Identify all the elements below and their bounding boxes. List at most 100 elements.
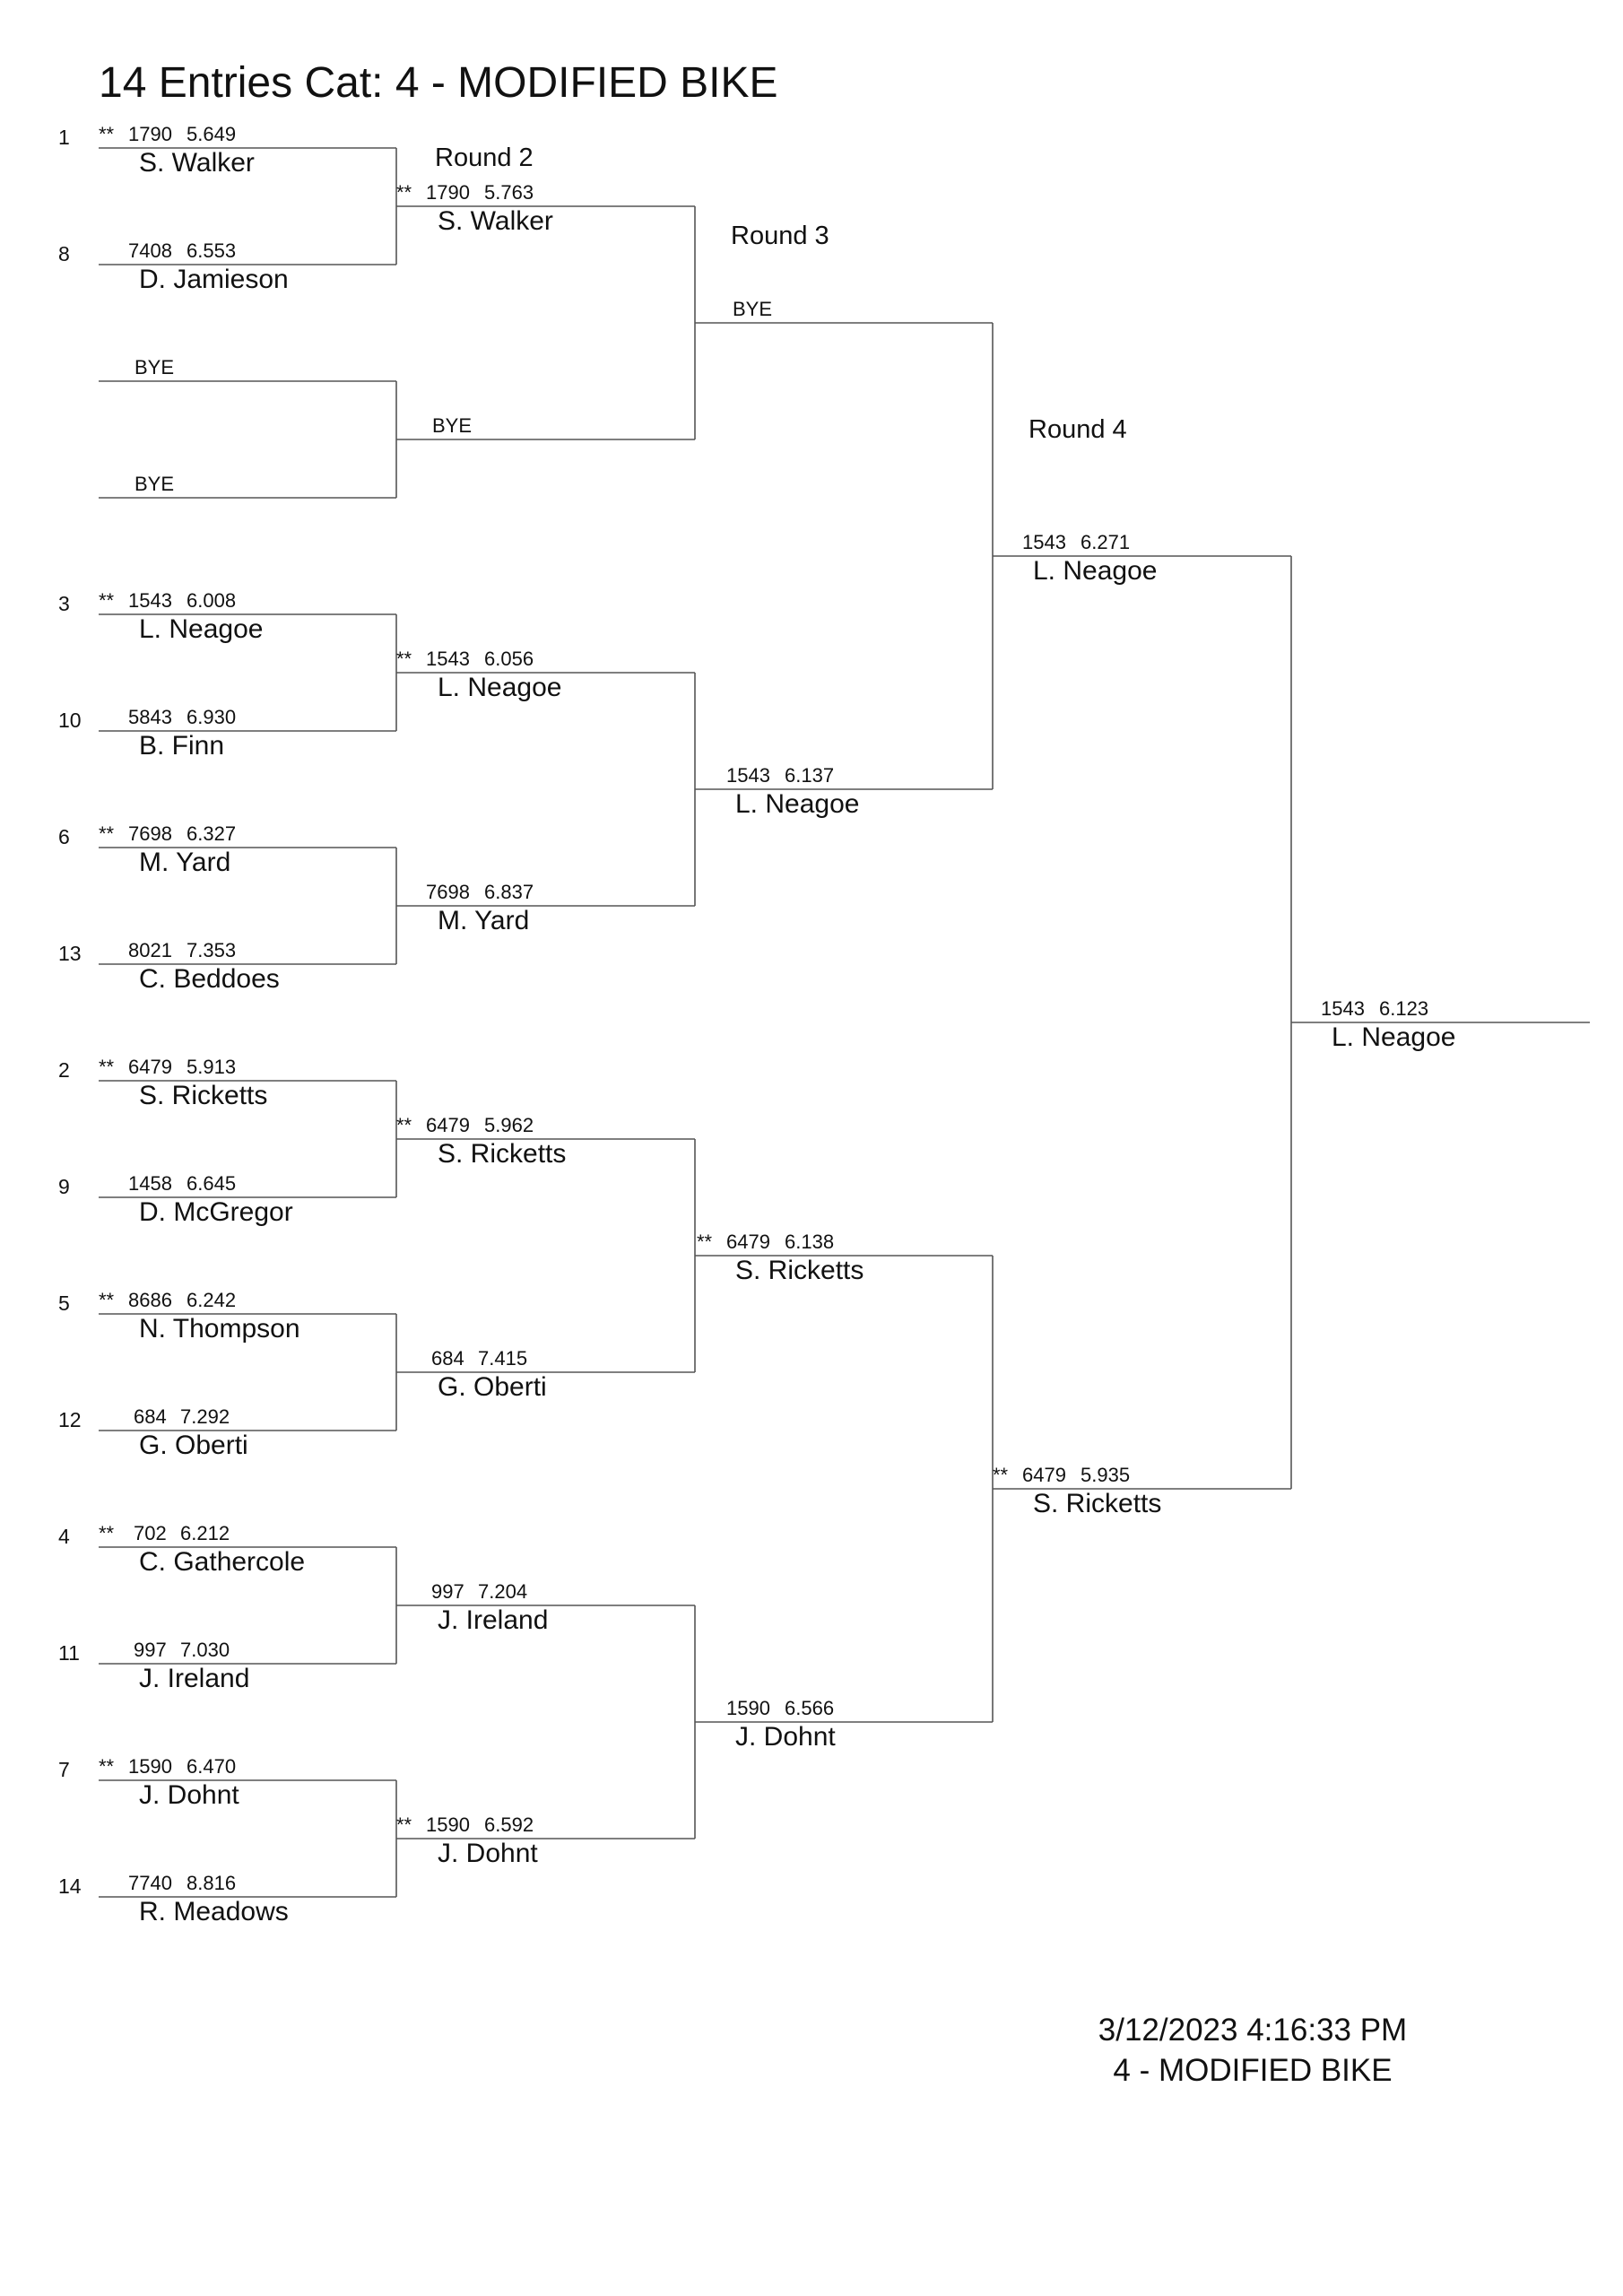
seed-number: 8 <box>58 242 70 265</box>
qualifier-marker: ** <box>396 1114 412 1136</box>
qualifier-marker: ** <box>993 1464 1009 1486</box>
elapsed-time: 6.137 <box>785 764 834 787</box>
seed-number: 11 <box>58 1641 80 1665</box>
racer-name: C. Gathercole <box>139 1547 305 1577</box>
racer-name: S. Ricketts <box>735 1256 864 1285</box>
elapsed-time: 7.292 <box>180 1405 230 1428</box>
bike-number: 702 <box>134 1522 167 1544</box>
seed-number: 3 <box>58 592 70 615</box>
bike-number: 8686 <box>128 1289 172 1311</box>
bracket-entry: BYE <box>695 298 993 324</box>
bike-number: 997 <box>134 1639 167 1661</box>
racer-name: S. Ricketts <box>1033 1489 1161 1518</box>
elapsed-time: 5.913 <box>187 1056 236 1078</box>
seed-number: 14 <box>58 1874 82 1898</box>
racer-name: J. Dohnt <box>438 1839 538 1868</box>
seed-number: 9 <box>58 1175 70 1198</box>
bike-number: 1543 <box>426 648 470 670</box>
racer-name: M. Yard <box>139 848 230 877</box>
page-title: 14 Entries Cat: 4 - MODIFIED BIKE <box>99 59 778 107</box>
bye-label: BYE <box>135 473 174 495</box>
bike-number: 1790 <box>128 123 172 145</box>
bracket-entry: ** 1543 6.056 L. Neagoe <box>396 648 695 702</box>
seed-number: 7 <box>58 1758 70 1781</box>
bye-label: BYE <box>733 298 772 320</box>
elapsed-time: 8.816 <box>187 1872 236 1894</box>
racer-name: S. Ricketts <box>438 1139 566 1169</box>
elapsed-time: 6.056 <box>484 648 534 670</box>
racer-name: C. Beddoes <box>139 964 280 994</box>
elapsed-time: 6.930 <box>187 706 236 728</box>
bike-number: 997 <box>431 1580 464 1603</box>
racer-name: G. Oberti <box>139 1431 248 1460</box>
racer-name: S. Walker <box>438 206 553 236</box>
bike-number: 1543 <box>726 764 770 787</box>
seed-number: 13 <box>58 942 82 965</box>
elapsed-time: 5.935 <box>1081 1464 1130 1486</box>
racer-name: M. Yard <box>438 906 529 935</box>
bracket-entry: ** 1590 6.592 J. Dohnt <box>396 1813 695 1868</box>
qualifier-marker: ** <box>99 1056 115 1078</box>
elapsed-time: 6.327 <box>187 822 236 845</box>
bike-number: 7698 <box>426 881 470 903</box>
elapsed-time: 6.123 <box>1379 997 1428 1020</box>
bike-number: 1590 <box>426 1813 470 1836</box>
elapsed-time: 5.649 <box>187 123 236 145</box>
bike-number: 7408 <box>128 239 172 262</box>
elapsed-time: 6.837 <box>484 881 534 903</box>
qualifier-marker: ** <box>99 822 115 845</box>
bike-number: 6479 <box>726 1231 770 1253</box>
seed-number: 5 <box>58 1292 70 1315</box>
bike-number: 1790 <box>426 181 470 204</box>
elapsed-time: 5.962 <box>484 1114 534 1136</box>
qualifier-marker: ** <box>396 181 412 204</box>
racer-name: N. Thompson <box>139 1314 300 1344</box>
elapsed-time: 6.645 <box>187 1172 236 1195</box>
seed-number: 2 <box>58 1058 70 1082</box>
bike-number: 684 <box>431 1347 464 1370</box>
qualifier-marker: ** <box>99 123 115 145</box>
bike-number: 1458 <box>128 1172 172 1195</box>
racer-name: L. Neagoe <box>438 673 561 702</box>
bike-number: 1543 <box>1022 531 1066 553</box>
racer-name: S. Ricketts <box>139 1081 267 1110</box>
elapsed-time: 6.553 <box>187 239 236 262</box>
bike-number: 1543 <box>1321 997 1365 1020</box>
bike-number: 7698 <box>128 822 172 845</box>
bye-label: BYE <box>135 356 174 378</box>
racer-name: D. McGregor <box>139 1197 293 1227</box>
seed-number: 1 <box>58 126 70 149</box>
elapsed-time: 7.204 <box>478 1580 527 1603</box>
elapsed-time: 6.138 <box>785 1231 834 1253</box>
elapsed-time: 7.353 <box>187 939 236 961</box>
round-3-heading: Round 3 <box>731 222 829 250</box>
racer-name: J. Ireland <box>139 1664 249 1693</box>
elapsed-time: 6.008 <box>187 589 236 612</box>
racer-name: J. Ireland <box>438 1605 548 1635</box>
elapsed-time: 5.763 <box>484 181 534 204</box>
qualifier-marker: ** <box>396 1813 412 1836</box>
racer-name: G. Oberti <box>438 1372 547 1402</box>
elapsed-time: 6.212 <box>180 1522 230 1544</box>
elapsed-time: 6.592 <box>484 1813 534 1836</box>
qualifier-marker: ** <box>396 648 412 670</box>
bike-number: 684 <box>134 1405 167 1428</box>
